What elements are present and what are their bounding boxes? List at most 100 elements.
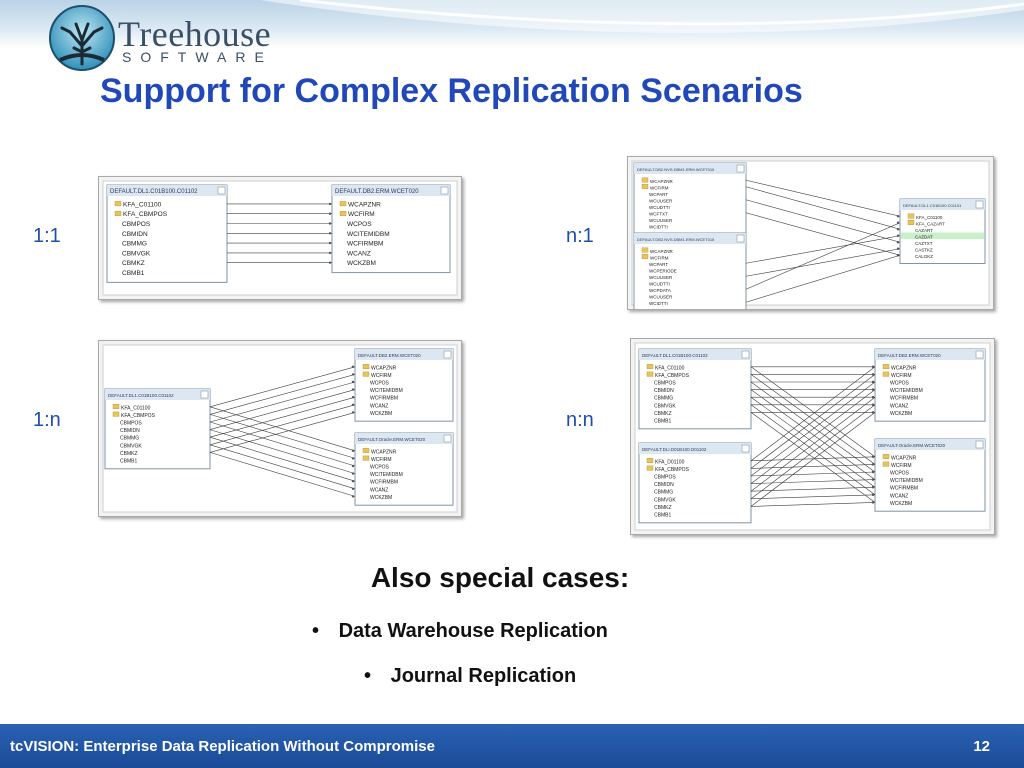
folder-icon <box>882 364 890 369</box>
mapping-line <box>209 389 356 430</box>
source-table-title: DEFAULT.DL1.C01B100.C01102 <box>642 353 708 358</box>
mapping-line <box>750 396 876 492</box>
mapping-line <box>750 494 876 500</box>
mapping-endpoint <box>871 470 875 474</box>
collapse-icon[interactable] <box>443 434 452 443</box>
source-table-title: DEFAULT.DL1.C01B100.C01102 <box>108 393 174 398</box>
source-table-field: WCUDTTI <box>649 205 670 210</box>
mapping-endpoint <box>896 241 900 244</box>
source-table-field: CBMIDN <box>654 388 674 394</box>
target-table-field: WCAPZNR <box>371 365 397 371</box>
diagram-1-1: DEFAULT.DL1.C01B100.C01102KFA_C01100KFA_… <box>102 180 458 296</box>
target-table <box>354 432 454 506</box>
target-table-field: WCANZ <box>370 487 388 493</box>
mapping-line <box>209 374 356 415</box>
slide-title: Support for Complex Replication Scenario… <box>100 72 803 110</box>
target-table-title: DEFAULT.DB2.ERM.WCET020 <box>335 189 419 195</box>
collapse-icon[interactable] <box>443 350 452 359</box>
target-table-field: WCFIRMBM <box>370 480 398 486</box>
target-table-field: WCANZ <box>347 250 371 257</box>
mapping-line <box>750 374 876 469</box>
footer-text: tcVISION: Enterprise Data Replication Wi… <box>10 738 435 755</box>
target-table-field: WCFIRM <box>371 373 392 379</box>
mapping-line <box>209 404 356 446</box>
mapping-endpoint <box>871 403 875 406</box>
source-table-field: WCFIRM <box>650 255 669 260</box>
mapping-endpoint <box>351 396 355 399</box>
folder-icon <box>907 213 915 219</box>
target-table-title: DEFAULT.Oracle.ERM.WCET020 <box>358 437 426 442</box>
source-table-field: CBMVGK <box>654 497 676 503</box>
source-table-field: WCPDATA <box>649 288 671 293</box>
mapping-line <box>209 429 356 474</box>
target-table-field: WCFIRM <box>891 463 912 469</box>
source-table-header <box>639 349 751 360</box>
diagram-n-n: DEFAULT.DL1.C01B100.C01102KFA_C01100KFA_… <box>634 342 991 531</box>
mapping-line <box>750 404 876 496</box>
source-table-field: CBMB1 <box>122 270 145 277</box>
target-table-header <box>875 349 985 360</box>
target-table-field: WCKZBM <box>890 411 912 417</box>
bullet-text: Data Warehouse Replication <box>338 620 608 642</box>
source-table-field: WCPART <box>649 192 668 197</box>
source-table-field: CBMPOS <box>122 221 151 228</box>
target-table-header <box>900 199 985 210</box>
source-table-field: CBMMG <box>654 490 673 496</box>
mapping-endpoint <box>871 463 875 466</box>
mapping-endpoint <box>351 373 355 376</box>
target-table-field: WCITEMIDBM <box>890 388 923 394</box>
folder-icon <box>646 364 654 369</box>
source-table-title: DEFAULT.DB2.NVS.DBM1.ERM.WCET010 <box>637 167 715 172</box>
folder-icon <box>362 455 370 461</box>
collapse-icon[interactable] <box>217 186 226 195</box>
target-table <box>874 348 986 422</box>
collapse-icon[interactable] <box>741 350 750 359</box>
target-table-field: WCAPZNR <box>348 201 381 208</box>
collapse-icon[interactable] <box>736 234 745 243</box>
mapping-line <box>745 248 901 277</box>
collapse-icon[interactable] <box>975 200 984 209</box>
target-table-field: KFA_C01100 <box>916 215 943 220</box>
source-table-field: WCIDTTI <box>649 224 668 229</box>
target-table-field: WCAPZNR <box>891 455 917 461</box>
mapping-endpoint <box>351 464 355 468</box>
page-number: 12 <box>973 738 990 755</box>
target-table-field: CAZART <box>915 228 933 233</box>
folder-icon <box>362 448 370 454</box>
collapse-icon[interactable] <box>975 350 984 359</box>
source-table-field: CBMVGK <box>122 250 151 257</box>
mapping-line <box>209 444 356 490</box>
mapping-line <box>750 366 876 462</box>
source-table <box>638 442 752 524</box>
collapse-icon[interactable] <box>200 390 209 399</box>
collapse-icon[interactable] <box>736 164 745 173</box>
source-table-field: WCUDTTI <box>649 281 670 286</box>
mapping-line <box>745 186 901 230</box>
target-table-field: KFA_CAZART <box>916 221 945 226</box>
mapping-line <box>750 412 876 507</box>
mapping-endpoint <box>351 365 355 368</box>
source-table-header <box>634 163 746 174</box>
source-table-header <box>105 389 210 400</box>
label-one-to-n: 1:n <box>33 409 61 431</box>
footer-bar: tcVISION: Enterprise Data Replication Wi… <box>0 724 1024 768</box>
source-table-field: KFA_D01100 <box>655 459 685 465</box>
source-table-field: KFA_CBMPOS <box>123 211 168 218</box>
logo-subtitle: SOFTWARE <box>122 49 273 65</box>
mapping-endpoint <box>896 228 900 231</box>
mapping-line <box>209 436 356 482</box>
mapping-endpoint <box>896 247 900 250</box>
source-table-field: CBMIDN <box>654 482 674 488</box>
source-table <box>638 348 752 430</box>
collapse-icon[interactable] <box>440 186 449 195</box>
target-table-header <box>332 185 450 196</box>
collapse-icon[interactable] <box>975 440 984 449</box>
mapping-endpoint <box>896 254 900 257</box>
mapping-line <box>209 414 356 459</box>
source-table <box>104 388 211 470</box>
folder-icon <box>907 220 915 225</box>
collapse-icon[interactable] <box>741 444 750 453</box>
folder-icon <box>646 465 654 471</box>
folder-icon <box>882 461 890 467</box>
